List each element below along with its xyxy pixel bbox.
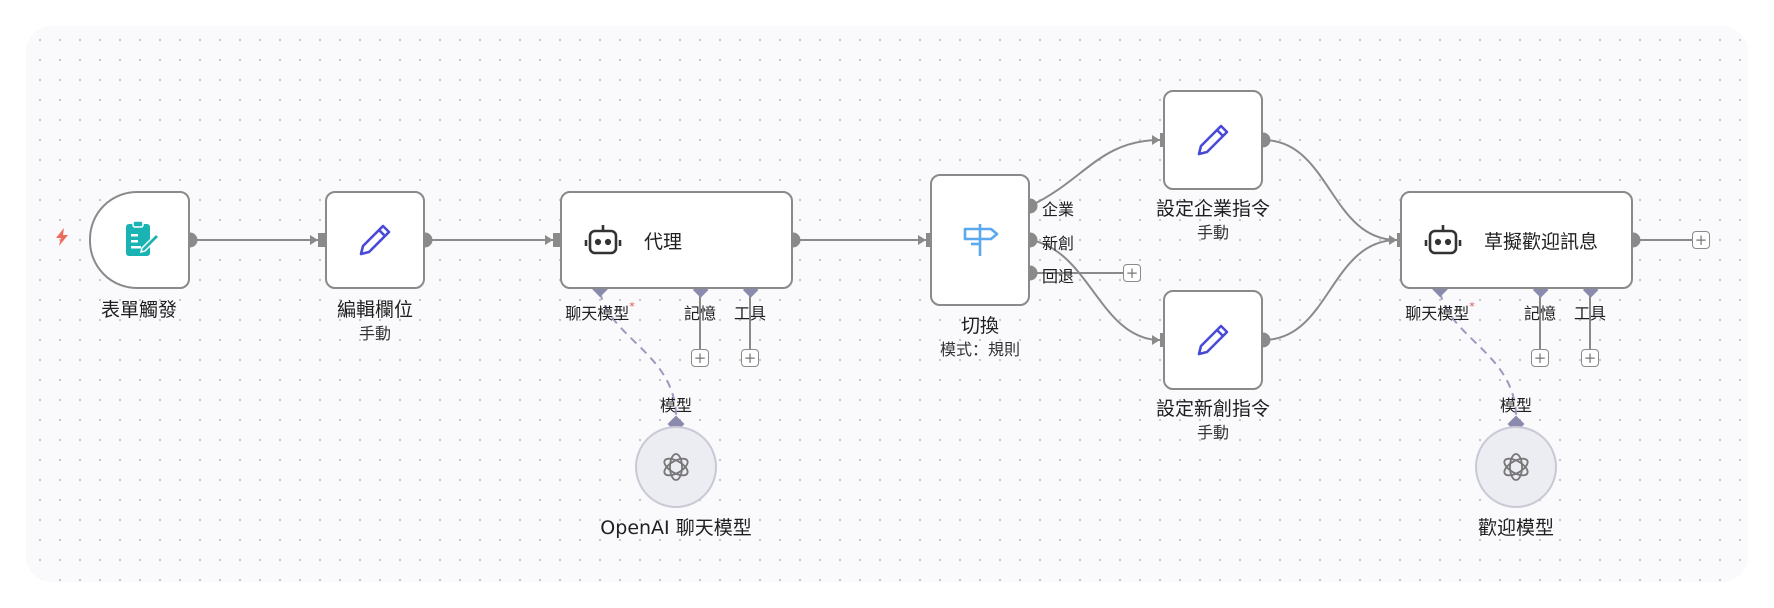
label-form-trigger: 表單觸發 — [100, 299, 178, 321]
connection-enterprise-to-welcome — [1262, 139, 1398, 241]
switch-output-fallback-label: 回退 — [1042, 267, 1075, 286]
label-set-startup: 設定新創指令 手動 — [1155, 398, 1271, 442]
label-switch: 切換 模式：規則 — [939, 315, 1021, 359]
add-tool-button[interactable]: + — [741, 349, 759, 367]
signpost-icon — [959, 220, 1001, 260]
welcome-tools-port-label: 工具 — [1573, 304, 1607, 323]
label-welcome-model: 歡迎模型 — [1477, 517, 1555, 539]
node-agent[interactable]: 代理 — [560, 191, 793, 289]
robot-icon — [584, 223, 622, 257]
node-openai-chat-model[interactable] — [635, 426, 717, 508]
add-fallback-node-button[interactable]: + — [1123, 264, 1141, 282]
connection-welcome-model — [1439, 291, 1518, 425]
node-welcome-title: 草擬歡迎訊息 — [1484, 230, 1599, 253]
welcome-chat-model-port-label: 聊天模型* — [1405, 300, 1475, 323]
form-document-icon — [120, 220, 160, 260]
openai-logo-icon — [659, 450, 693, 484]
welcome-model-port-label: 模型 — [1499, 396, 1533, 415]
agent-chat-model-port-label: 聊天模型* — [565, 300, 635, 323]
lightning-bolt-icon — [54, 228, 70, 251]
input-port-switch — [926, 233, 933, 247]
node-set-startup[interactable] — [1163, 290, 1263, 390]
pencil-icon — [355, 220, 395, 260]
add-welcome-memory-button[interactable]: + — [1531, 349, 1549, 367]
agent-tools-port-label: 工具 — [733, 304, 767, 323]
node-draft-welcome-message[interactable]: 草擬歡迎訊息 — [1400, 191, 1633, 289]
pencil-icon — [1193, 320, 1233, 360]
connection-switch-startup — [1029, 239, 1161, 341]
connection-openai-model — [599, 291, 678, 425]
input-port-edit — [318, 233, 325, 247]
pencil-icon — [1193, 120, 1233, 160]
node-edit-fields[interactable] — [325, 191, 425, 289]
openai-model-port-label: 模型 — [659, 396, 693, 415]
add-memory-button[interactable]: + — [691, 349, 709, 367]
label-openai-chat-model: OpenAI 聊天模型 — [600, 517, 752, 539]
openai-logo-icon — [1499, 450, 1533, 484]
node-agent-title: 代理 — [644, 230, 683, 253]
add-next-node-button[interactable]: + — [1692, 231, 1710, 249]
robot-icon — [1424, 223, 1462, 257]
switch-output-startup-label: 新創 — [1042, 234, 1075, 253]
workflow-canvas[interactable] — [26, 26, 1748, 582]
label-set-enterprise: 設定企業指令 手動 — [1155, 198, 1271, 242]
welcome-memory-port-label: 記憶 — [1523, 304, 1557, 323]
node-form-trigger[interactable] — [89, 191, 190, 289]
connection-switch-enterprise — [1029, 139, 1161, 207]
label-edit-fields: 編輯欄位 手動 — [336, 299, 414, 343]
node-welcome-model[interactable] — [1475, 426, 1557, 508]
switch-output-enterprise-label: 企業 — [1042, 200, 1075, 219]
add-welcome-tool-button[interactable]: + — [1581, 349, 1599, 367]
agent-memory-port-label: 記憶 — [683, 304, 717, 323]
input-port-agent — [553, 233, 560, 247]
node-switch[interactable] — [930, 174, 1030, 306]
connection-startup-to-welcome — [1262, 239, 1398, 341]
node-set-enterprise[interactable] — [1163, 90, 1263, 190]
